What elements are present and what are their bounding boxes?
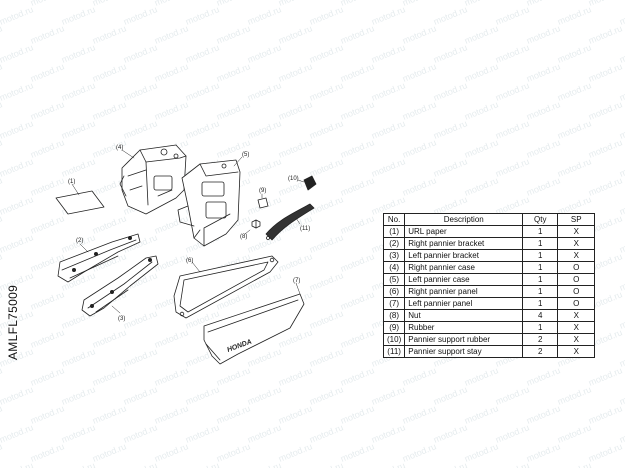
callout-8: (8): [240, 234, 247, 240]
cell-sp: X: [557, 309, 596, 322]
cell-sp: O: [557, 297, 596, 310]
cell-sp: X: [557, 333, 596, 346]
header-sp: SP: [557, 213, 596, 226]
cell-no: (10): [382, 333, 406, 346]
callout-10: (10): [288, 176, 299, 182]
cell-description: Right pannier panel: [404, 285, 524, 298]
part-pannier-support-rubber: [297, 175, 317, 191]
cell-qty: 1: [522, 273, 559, 286]
parts-table-header-row: No. Description Qty SP: [382, 213, 596, 226]
part-pannier-support-stay: [265, 203, 315, 241]
callout-11: (11): [300, 226, 310, 232]
cell-no: (9): [382, 321, 406, 334]
cell-description: Left pannier case: [404, 273, 524, 286]
cell-no: (8): [382, 309, 406, 322]
cell-description: URL paper: [404, 225, 524, 238]
cell-no: (7): [382, 297, 406, 310]
cell-qty: 1: [522, 285, 559, 298]
cell-qty: 1: [522, 249, 559, 262]
header-qty: Qty: [522, 213, 559, 226]
header-description: Description: [404, 213, 524, 226]
header-no: No.: [382, 213, 406, 226]
cell-sp: X: [557, 237, 596, 250]
callout-2: (2): [76, 238, 83, 244]
cell-qty: 2: [522, 333, 559, 346]
callout-4: (4): [116, 145, 123, 151]
cell-no: (6): [382, 285, 406, 298]
part-url-paper: [55, 183, 105, 215]
callout-6: (6): [186, 258, 193, 264]
cell-description: Pannier support rubber: [404, 333, 524, 346]
cell-no: (11): [382, 345, 406, 358]
callout-5: (5): [242, 152, 249, 158]
cell-sp: X: [557, 321, 596, 334]
callout-9: (9): [259, 188, 266, 194]
part-left-pannier-bracket: [81, 255, 159, 317]
cell-qty: 2: [522, 345, 559, 358]
part-right-pannier-panel: [173, 255, 279, 319]
cell-qty: 4: [522, 309, 559, 322]
cell-sp: X: [557, 345, 596, 358]
part-right-pannier-bracket: [57, 233, 141, 283]
cell-qty: 1: [522, 237, 559, 250]
part-nut: [244, 219, 261, 235]
drawing-reference-code: AMLFL75009: [6, 284, 20, 360]
cell-qty: 1: [522, 321, 559, 334]
cell-no: (3): [382, 249, 406, 262]
cell-sp: X: [557, 249, 596, 262]
cell-no: (4): [382, 261, 406, 274]
callout-3: (3): [118, 316, 125, 322]
cell-no: (5): [382, 273, 406, 286]
cell-qty: 1: [522, 297, 559, 310]
cell-description: Left pannier bracket: [404, 249, 524, 262]
cell-no: (2): [382, 237, 406, 250]
part-left-pannier-case: [177, 156, 243, 247]
cell-description: Pannier support stay: [404, 345, 524, 358]
cell-sp: O: [557, 285, 596, 298]
cell-description: Nut: [404, 309, 524, 322]
cell-qty: 1: [522, 261, 559, 274]
part-left-pannier-panel: HONDA: [203, 282, 305, 365]
cell-description: Left pannier panel: [404, 297, 524, 310]
cell-sp: O: [557, 261, 596, 274]
cell-sp: X: [557, 225, 596, 238]
cell-description: Right pannier bracket: [404, 237, 524, 250]
part-right-pannier-case: [119, 144, 187, 215]
callout-7: (7): [293, 278, 300, 284]
cell-no: (1): [382, 225, 406, 238]
cell-sp: O: [557, 273, 596, 286]
cell-qty: 1: [522, 225, 559, 238]
part-rubber: [257, 193, 269, 209]
cell-description: Rubber: [404, 321, 524, 334]
callout-1: (1): [68, 179, 75, 185]
cell-description: Right pannier case: [404, 261, 524, 274]
